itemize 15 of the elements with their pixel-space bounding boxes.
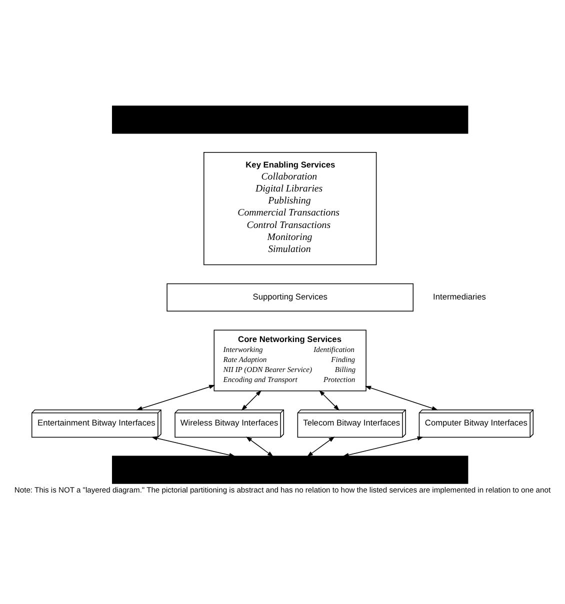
node-bar: [112, 456, 468, 484]
arrow: [246, 436, 274, 457]
node-box: Key Enabling Services Collaboration Digital Libraries Publishing Commercial Transactions Control Transactions Monitoring Simulation: [204, 152, 377, 266]
node-bar: [112, 106, 468, 134]
arrow: [342, 436, 424, 458]
node-box: Core Networking Services Interworking Identification Rate Adaption Finding NII IP (ODN Bearer Service) Billing Encoding and Transport Protection: [214, 330, 366, 392]
label: Intermediaries: [433, 292, 486, 302]
arrow: [136, 384, 216, 410]
node-box: Supporting Services: [166, 283, 414, 312]
arrow: [306, 436, 335, 457]
arrow: [364, 386, 438, 410]
caption: Note: This is NOT a "layered diagram." The pictorial partitioning is abstract and has no relation to how the listed services are implemented in relation to one anot: [14, 486, 551, 495]
arrow: [318, 390, 340, 411]
arrow: [151, 436, 236, 458]
arrow: [241, 390, 262, 411]
